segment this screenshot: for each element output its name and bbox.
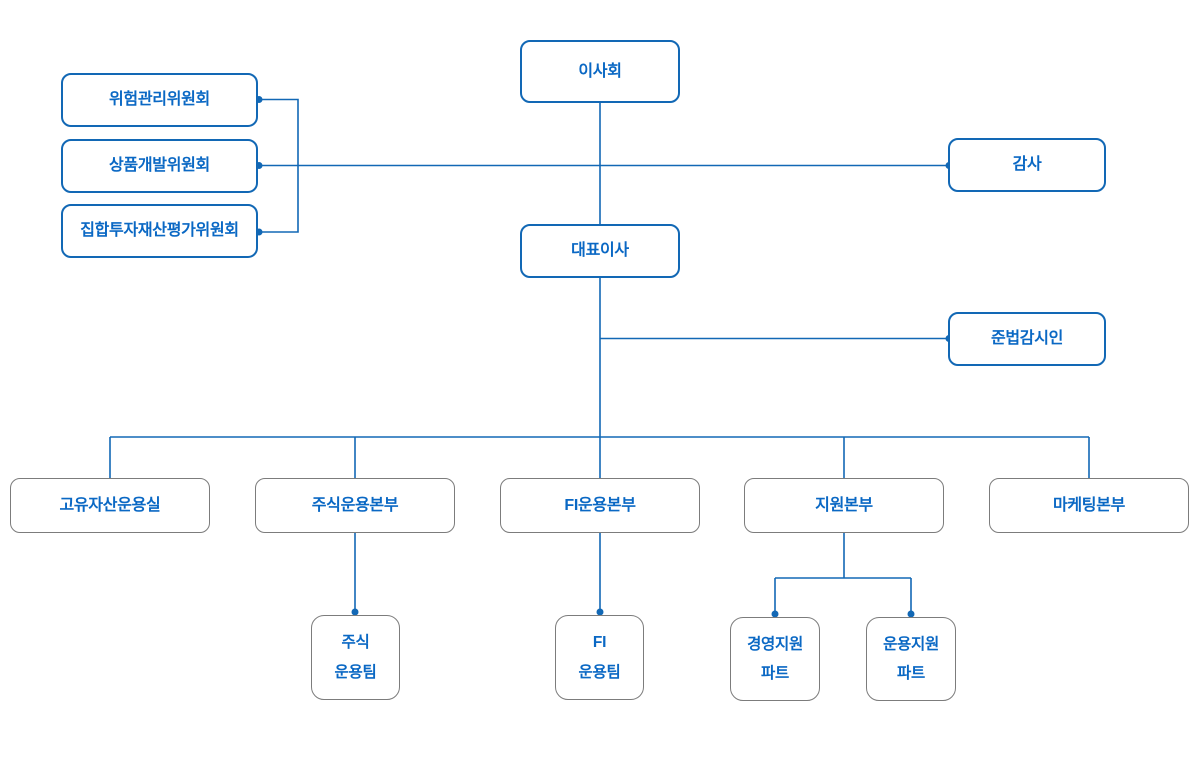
- org-node-label-line2: 운용팀: [334, 663, 377, 681]
- org-node-board: 이사회: [520, 40, 680, 103]
- org-node-support-division: 지원본부: [744, 478, 944, 533]
- org-node-proprietary-asset-office: 고유자산운용실: [10, 478, 210, 533]
- org-node-valuation-committee: 집합투자재산평가위원회: [61, 204, 258, 258]
- org-node-label: 지원본부: [815, 496, 873, 514]
- org-node-label: 상품개발위원회: [109, 157, 210, 174]
- org-node-label: 고유자산운용실: [59, 496, 161, 514]
- org-node-label: 마케팅본부: [1052, 496, 1126, 514]
- org-node-label-line1: FI: [592, 634, 607, 652]
- org-node-label: 집합투자재산평가위원회: [80, 222, 239, 239]
- org-node-compliance-officer: 준법감시인: [948, 312, 1106, 366]
- org-node-label: 대표이사: [571, 242, 629, 259]
- org-node-label-line1: 경영지원: [747, 635, 803, 653]
- org-node-label: 감사: [1012, 156, 1042, 173]
- org-node-auditor: 감사: [948, 138, 1106, 192]
- org-node-label-line1: 주식: [341, 634, 370, 652]
- org-node-fi-division: FI운용본부: [500, 478, 700, 533]
- org-node-label-line1: 운용지원: [883, 635, 939, 653]
- org-node-ceo: 대표이사: [520, 224, 680, 278]
- org-node-label: 이사회: [578, 62, 622, 80]
- org-node-label-line2: 파트: [897, 665, 925, 682]
- org-node-equity-team: 주식 운용팀: [311, 615, 400, 700]
- org-node-operation-support-part: 운용지원 파트: [866, 617, 956, 701]
- org-node-fi-team: FI 운용팀: [555, 615, 644, 700]
- org-node-label-line2: 파트: [761, 665, 789, 682]
- org-node-label: 위험관리위원회: [109, 91, 210, 108]
- org-node-label: 준법감시인: [990, 330, 1064, 347]
- org-node-label: FI운용본부: [564, 496, 636, 514]
- org-node-risk-committee: 위험관리위원회: [61, 73, 258, 127]
- org-node-label-line2: 운용팀: [578, 663, 621, 681]
- org-node-product-committee: 상품개발위원회: [61, 139, 258, 193]
- org-node-equity-division: 주식운용본부: [255, 478, 455, 533]
- org-node-marketing-division: 마케팅본부: [989, 478, 1189, 533]
- org-node-management-support-part: 경영지원 파트: [730, 617, 820, 701]
- org-node-label: 주식운용본부: [311, 496, 399, 514]
- connector-dots: [255, 96, 953, 618]
